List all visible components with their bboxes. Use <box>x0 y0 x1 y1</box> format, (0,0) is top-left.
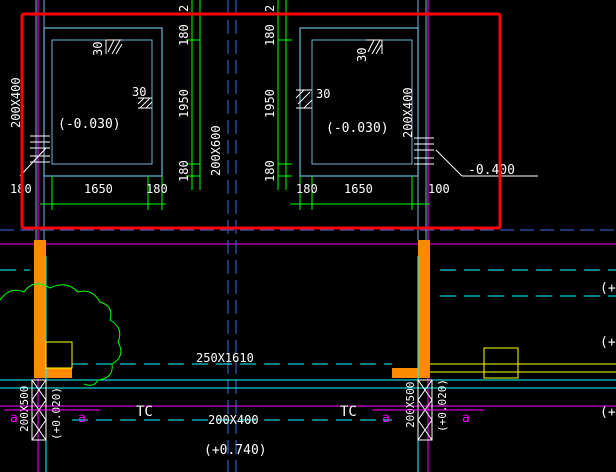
tc-label-left: TC <box>136 404 153 420</box>
right-pit-inner-wall <box>311 39 413 165</box>
column-left-elevation: (+0.020) <box>50 387 63 440</box>
right-pit-wall-thickness-top: 30 <box>355 48 369 62</box>
axis-mark-a: a <box>382 411 390 426</box>
left-pit-edge-ticks <box>19 135 50 177</box>
right-edge-label: (+ <box>600 335 616 350</box>
column-left-label: 200X500 <box>18 386 31 432</box>
right-pit-hatch-mid <box>295 89 313 109</box>
left-pit-dim-180-top: 180 <box>177 24 191 46</box>
left-pit-hatch-mid <box>137 97 153 109</box>
center-beam-label: 200X600 <box>209 125 223 176</box>
right-edge-label: (+ <box>600 405 616 420</box>
yellow-elements <box>45 341 616 379</box>
axis-mark-a: a <box>78 411 86 426</box>
right-pit-wall-thickness-mid: 30 <box>316 87 330 101</box>
left-pit-elevation: (-0.030) <box>58 117 121 132</box>
right-pit-bottom-dim-left: 180 <box>296 182 318 196</box>
right-pit-elevation: (-0.030) <box>326 121 389 136</box>
left-pit-dim-180-bottom: 180 <box>177 160 191 182</box>
right-pit-bottom-dim-1650: 1650 <box>344 182 373 196</box>
lower-dashed-lines <box>0 269 616 421</box>
left-pit-dim-1950: 1950 <box>177 89 191 118</box>
tc-label-right: TC <box>340 404 357 420</box>
left-pit-vertical-label: 200X400 <box>9 77 23 128</box>
left-pit-wall-thickness-top: 30 <box>91 42 105 56</box>
axis-mark-a: a <box>462 411 470 426</box>
right-pit-vertical-label: 200X400 <box>401 87 415 138</box>
selection-rectangle[interactable] <box>20 12 502 230</box>
column-right-elevation: (+0.020) <box>436 379 449 432</box>
right-pit-hatch-top <box>366 39 383 55</box>
left-pit[interactable]: 30 30 (-0.030) 200X400 <box>9 0 163 240</box>
axis-marks: a a a a <box>4 409 484 426</box>
beam-200x400-label: 200X400 <box>208 413 259 427</box>
axis-mark-a: a <box>10 411 18 426</box>
elevation-0740: (+0.740) <box>204 443 267 458</box>
column-right-label: 200X500 <box>404 382 417 428</box>
right-pit-dim-1950: 1950 <box>263 89 277 118</box>
right-pit-dim-180-bottom: 180 <box>263 160 277 182</box>
orange-columns <box>34 240 430 378</box>
left-pit-top-dim: 2 <box>177 5 191 12</box>
right-pit-top-dim: 2 <box>263 5 277 12</box>
right-edge-label: (+ <box>600 281 616 296</box>
beam-250-label: 250X1610 <box>196 351 254 365</box>
right-pit-dim-180-top: 180 <box>263 24 277 46</box>
left-pit-wall-thickness-mid: 30 <box>132 85 146 99</box>
left-pit-hatch-top <box>105 39 123 55</box>
level-tag: -0.400 <box>468 163 515 178</box>
right-pit[interactable]: 30 30 (-0.030) 200X400 <box>295 0 538 240</box>
right-pit-bottom-dim-right: 100 <box>428 182 450 196</box>
tree-symbol <box>0 283 122 386</box>
right-pit-dimensions <box>277 0 430 210</box>
left-pit-bottom-dim-1650: 1650 <box>84 182 113 196</box>
left-pit-bottom-dim-right: 180 <box>146 182 168 196</box>
left-pit-dimensions <box>40 0 201 210</box>
